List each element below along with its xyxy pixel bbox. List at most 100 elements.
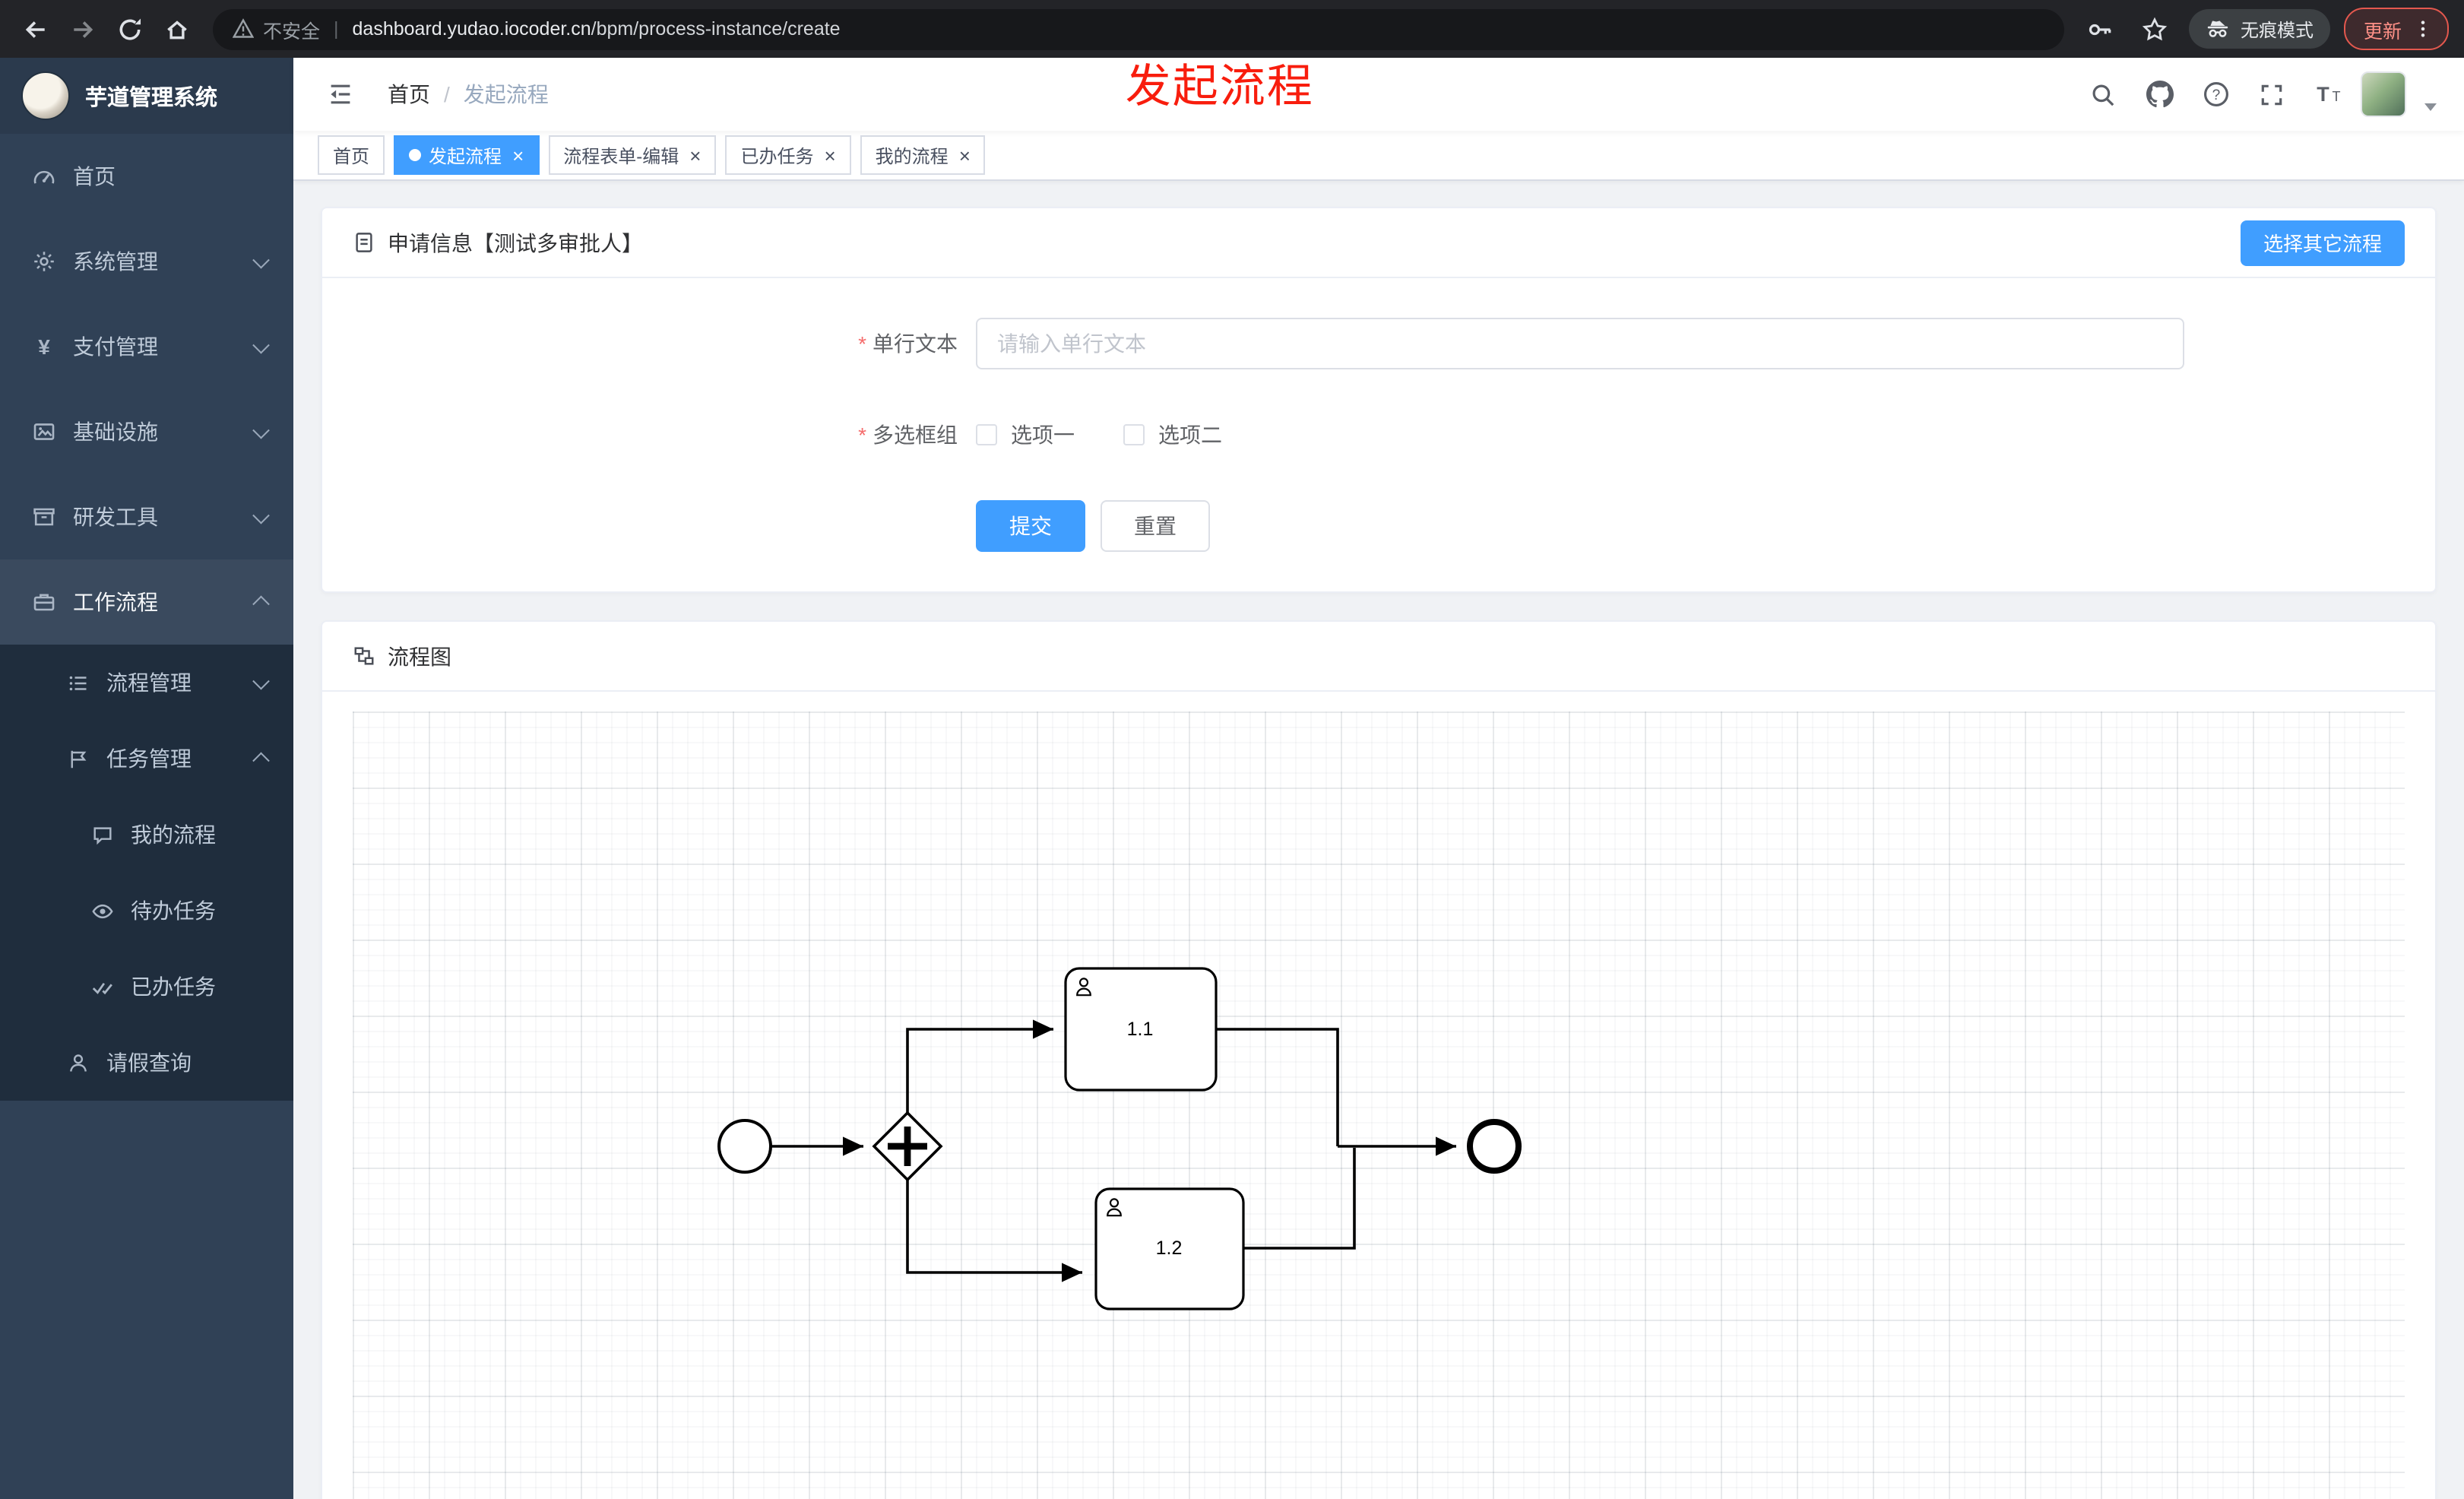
svg-text:T: T [2316,83,2329,106]
workspace: 首页 / 发起流程 ? [293,58,2464,1499]
breadcrumb: 首页 / 发起流程 [388,79,549,109]
tab-home[interactable]: 首页 [318,135,385,175]
sidebar-item-leave-query[interactable]: 请假查询 [0,1025,293,1101]
svg-text:T: T [2332,89,2340,104]
sidebar-collapse-button[interactable] [327,81,354,108]
chevron-up-icon [252,753,269,770]
bpmn-user-task-1[interactable]: 1.1 [1064,967,1218,1092]
tab-done-tasks[interactable]: 已办任务 × [725,135,851,175]
task-1-label: 1.1 [1127,1019,1154,1040]
bpmn-parallel-gateway[interactable] [872,1111,943,1182]
checkbox-group: 选项一 选项二 [976,409,2184,461]
sidebar-item-system-management[interactable]: 系统管理 [0,219,293,304]
fullscreen-button[interactable] [2248,71,2295,118]
infrastructure-icon [30,420,58,444]
browser-home-button[interactable] [157,8,198,49]
sidebar-item-home[interactable]: 首页 [0,134,293,219]
key-icon [2089,23,2111,35]
user-avatar[interactable] [2361,71,2406,117]
yen-icon: ¥ [38,334,50,359]
checkbox-box[interactable] [976,424,997,445]
tab-close-icon[interactable]: × [958,144,971,166]
reload-icon [119,17,141,40]
checkbox-box[interactable] [1123,424,1145,445]
tab-initiate-process[interactable]: 发起流程 × [394,135,540,175]
gear-icon [30,249,58,274]
app-logo-avatar [21,71,70,120]
list-icon [64,671,91,694]
apply-info-card: 申请信息【测试多审批人】 选择其它流程 *单行文本 *多选框组 [321,207,2437,593]
sidebar-item-done-tasks[interactable]: 已办任务 [0,949,293,1025]
sidebar-item-workflow[interactable]: 工作流程 [0,559,293,645]
submit-button[interactable]: 提交 [976,500,1085,552]
form-row-single-line: *单行文本 [322,318,2435,369]
fullscreen-icon [2261,84,2282,105]
incognito-label: 无痕模式 [2240,19,2314,40]
bpmn-start-event[interactable] [717,1119,772,1174]
avatar-dropdown-caret[interactable] [2424,103,2437,110]
apply-form: *单行文本 *多选框组 选项一 [322,278,2435,591]
page-annotation-title: 发起流程 [1125,62,1314,113]
flow-gateway-to-task2 [906,1180,1082,1282]
incognito-icon [2207,21,2228,37]
bpmn-sequence-flows [771,1019,1456,1282]
search-icon [2092,84,2114,106]
form-actions: 提交 重置 [976,500,2435,588]
checkbox-option-two[interactable]: 选项二 [1123,420,1222,450]
flow-gateway-to-task1 [906,1019,1053,1113]
browser-reload-button[interactable] [109,8,150,49]
sidebar-item-payment-management[interactable]: ¥ 支付管理 [0,304,293,389]
sidebar-item-todo-tasks[interactable]: 待办任务 [0,873,293,949]
incognito-badge: 无痕模式 [2188,9,2330,49]
flowchart-icon [353,645,375,667]
star-icon [2142,16,2168,40]
document-icon [353,231,375,254]
help-button[interactable]: ? [2192,71,2239,118]
chevron-down-icon [252,421,269,438]
password-key-button[interactable] [2079,8,2120,49]
bookmark-star-button[interactable] [2134,8,2175,49]
diagram-card-title: 流程图 [388,644,451,668]
flag-icon [64,747,91,770]
person-icon [64,1051,91,1074]
sidebar-item-my-processes[interactable]: 我的流程 [0,797,293,873]
breadcrumb-separator: / [444,82,450,106]
tab-close-icon[interactable]: × [689,144,702,166]
sidebar-item-infrastructure[interactable]: 基础设施 [0,389,293,474]
sidebar: 芋道管理系统 首页 系统管理 ¥ 支付管理 [0,58,293,1499]
browser-toolbar: 不安全 | dashboard.yudao.iocoder.cn/bpm/pro… [0,0,2464,58]
tab-my-processes[interactable]: 我的流程 × [860,135,986,175]
bpmn-user-task-2[interactable]: 1.2 [1094,1187,1245,1310]
browser-update-button[interactable]: 更新 [2343,8,2449,50]
update-label: 更新 [2363,21,2402,42]
tab-process-form-edit[interactable]: 流程表单-编辑 × [548,135,717,175]
form-card-title: 申请信息【测试多审批人】 [388,230,643,255]
tab-bar: 首页 发起流程 × 流程表单-编辑 × 已办任务 × 我的流程 × [293,131,2464,181]
sidebar-item-task-management[interactable]: 任务管理 [0,721,293,797]
search-button[interactable] [2079,71,2127,118]
tab-close-icon[interactable]: × [824,144,836,166]
app-header: 首页 / 发起流程 ? [293,58,2464,131]
single-line-text-input[interactable] [976,318,2184,369]
home-icon [167,20,187,39]
breadcrumb-home[interactable]: 首页 [388,82,430,106]
chevron-down-icon [252,251,269,268]
security-label: 不安全 [263,21,321,42]
kebab-menu-icon[interactable] [2412,18,2434,40]
choose-other-process-button[interactable]: 选择其它流程 [2240,220,2405,265]
reset-button[interactable]: 重置 [1101,500,1210,552]
bpmn-canvas: 1.1 1.2 [353,711,2405,1499]
task-2-label: 1.2 [1156,1238,1183,1259]
checkbox-option-one[interactable]: 选项一 [976,420,1075,450]
bpmn-end-event[interactable] [1467,1119,1522,1174]
sidebar-item-process-management[interactable]: 流程管理 [0,645,293,721]
github-link[interactable] [2136,71,2183,118]
flow-task1-to-merge [1216,1028,1339,1146]
sidebar-item-dev-tools[interactable]: 研发工具 [0,474,293,559]
browser-back-button[interactable] [15,8,56,49]
tab-close-icon[interactable]: × [512,144,524,166]
address-bar[interactable]: 不安全 | dashboard.yudao.iocoder.cn/bpm/pro… [213,8,2064,49]
browser-forward-button[interactable] [62,8,103,49]
